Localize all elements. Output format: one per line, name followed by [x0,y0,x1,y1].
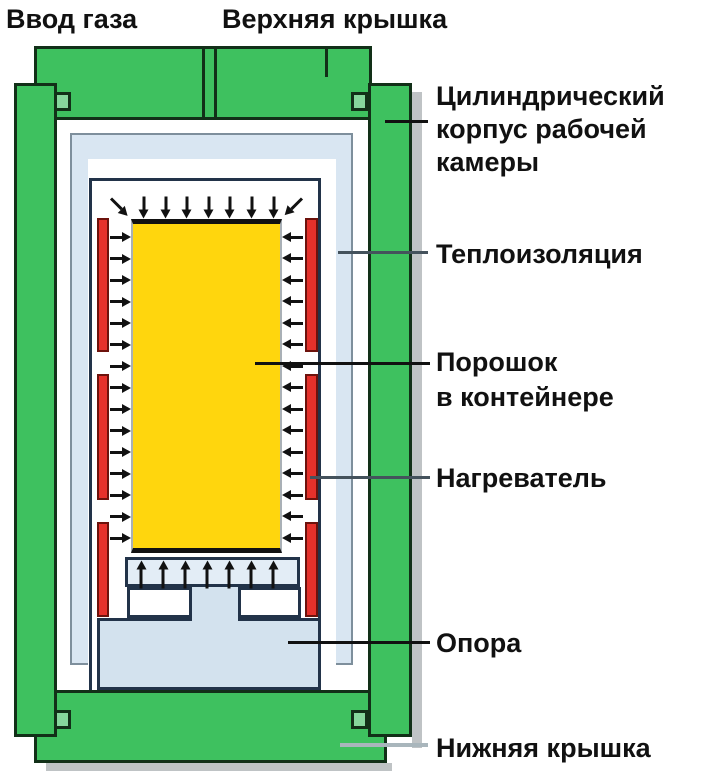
insulation-leader-line [338,251,428,254]
arrow-left-icon [291,429,303,432]
arrow-right-icon [110,321,122,325]
label-cylinder-body: Цилиндрический корпус рабочей камеры [436,81,665,177]
gas-inlet-channel-line-left [202,46,205,120]
label-bottom-cover: Нижняя крышка [436,733,651,763]
arrow-right-icon [110,300,122,303]
support-leader-line [288,641,430,644]
arrow-left-icon [291,536,303,540]
arrow-left-icon [291,407,303,411]
heater-left-segment-3 [97,522,109,617]
arrow-right-icon [110,343,122,346]
label-top-cover: Верхняя крышка [222,4,448,34]
arrow-right-icon [110,257,122,260]
arrow-up-icon [227,569,231,588]
arrow-right-icon [110,429,122,432]
arrow-right-icon [110,364,122,368]
left-wall-column [14,83,57,737]
bottom-cover-leader-line [340,743,428,747]
powder-leader-line [255,362,430,365]
label-gas-inlet: Ввод газа [6,4,138,34]
arrow-right-icon [110,235,122,239]
arrow-right-icon [110,407,122,411]
interlock-notch-top-right [351,92,368,111]
heater-right-segment-1 [305,218,318,352]
bottom-cover-shadow [46,763,392,771]
arrow-up-icon [183,569,187,588]
heater-leader-line [310,476,430,479]
label-powder: Порошок в контейнере [436,347,614,412]
right-wall-column [368,83,412,737]
heater-right-segment-2 [305,374,318,500]
arrow-down-icon [207,196,211,209]
label-heater: Нагреватель [436,463,607,493]
support-notch-right [238,587,301,618]
arrow-left-icon [291,472,303,475]
arrow-right-icon [110,386,122,389]
arrow-right-icon [110,493,122,497]
arrow-right-icon [110,278,122,282]
interlock-notch-bottom-left [54,710,71,729]
powder-container [131,219,282,553]
interlock-notch-top-left [54,92,71,111]
label-insulation: Теплоизоляция [436,239,643,269]
arrow-left-icon [291,321,303,325]
arrow-up-icon [161,569,165,588]
arrow-left-icon [291,300,303,303]
support-base [97,618,321,690]
top-cover-groove [325,46,328,77]
arrow-up-icon [139,569,143,588]
arrow-right-icon [110,515,122,518]
arrow-left-icon [291,257,303,260]
arrow-down-icon [272,196,276,209]
arrow-left-icon [291,343,303,346]
arrow-left-icon [291,450,303,454]
support-column [192,584,238,624]
bottom-cover-body [34,690,387,763]
working-chamber-liner [89,178,321,690]
arrow-down-icon [250,196,254,209]
arrow-down-icon [228,196,232,209]
heater-left-segment-2 [97,374,109,500]
arrow-down-icon [185,196,189,209]
arrow-right-icon [110,536,122,540]
interlock-notch-bottom-right [351,710,368,729]
arrow-up-icon [271,569,275,588]
heater-right-segment-3 [305,522,318,617]
arrow-down-icon [164,196,168,209]
arrow-left-icon [291,235,303,239]
support-notch-left [127,587,192,618]
arrow-up-icon [205,569,209,588]
arrow-right-icon [110,472,122,475]
label-support: Опора [436,628,522,658]
arrow-down-icon [142,196,146,209]
arrow-left-icon [291,515,303,518]
cylinder-body-leader-line [385,120,428,123]
gas-inlet-channel-line-right [214,46,217,120]
arrow-left-icon [291,493,303,497]
arrow-left-icon [291,278,303,282]
right-wall-shadow [412,92,422,748]
heater-left-segment-1 [97,218,109,352]
arrow-up-icon [249,569,253,588]
arrow-right-icon [110,450,122,454]
arrow-left-icon [291,386,303,389]
